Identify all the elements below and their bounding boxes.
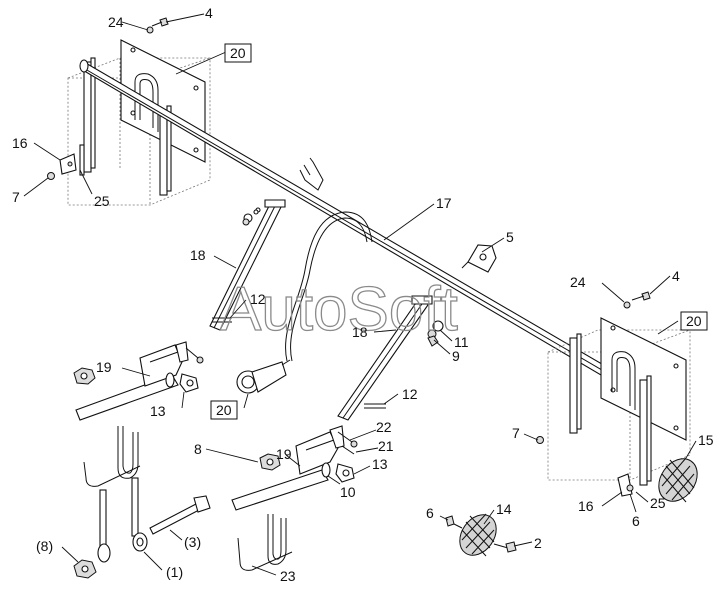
callout-20-right: 20	[686, 313, 702, 329]
bolt-4-right	[623, 291, 651, 309]
callout-13-left: 13	[150, 403, 166, 419]
nut-left-19	[73, 367, 96, 385]
u-bolt-23	[237, 514, 293, 571]
nut-8-bottom	[73, 559, 97, 579]
nut-7-right	[536, 436, 544, 444]
leader-lines	[23, 13, 697, 576]
callout-7-right: 7	[512, 425, 520, 441]
callout-3-parenthesized: (3)	[184, 534, 201, 550]
callout-2: 2	[534, 535, 542, 551]
callout-box-20-top	[224, 43, 252, 63]
screw-2	[493, 541, 517, 553]
callout-8-parenthesized: (8)	[36, 538, 53, 554]
callout-19-right: 19	[276, 446, 292, 462]
clip-13-right	[321, 462, 355, 483]
callout-12-left: 12	[250, 291, 266, 307]
pin-12-right	[364, 403, 386, 409]
callout-20-top: 20	[230, 45, 246, 61]
screw-6-left	[445, 515, 463, 529]
bolt-3	[149, 495, 211, 535]
callout-9: 9	[452, 348, 460, 364]
callout-labels: 24 4 20 16 7 25 17 5 18 12 19 13 20 18 9…	[12, 5, 714, 584]
callout-16-right: 16	[578, 498, 594, 514]
left-mounting-plate	[120, 39, 206, 163]
callout-17: 17	[436, 195, 452, 211]
nut-7-left	[47, 172, 55, 180]
right-mounting-plate	[600, 317, 687, 441]
callout-4-left: 4	[205, 5, 213, 21]
clip-13-left	[165, 372, 199, 393]
callout-13-right: 13	[372, 456, 388, 472]
right-bracket-19	[231, 425, 345, 511]
watermark-text: AutoSoft	[220, 275, 458, 344]
bolt-left-19	[185, 347, 204, 364]
callout-18-left: 18	[190, 247, 206, 263]
callout-4-right: 4	[672, 268, 680, 284]
callout-25-right: 25	[650, 495, 666, 511]
callout-box-20-right	[680, 311, 708, 331]
u-bolt-left	[83, 426, 141, 487]
callout-6-right: 6	[632, 513, 640, 529]
reflector-15	[658, 457, 698, 503]
callout-box-20-socket	[210, 400, 238, 420]
eye-bolt-1	[97, 477, 148, 563]
callout-7-left: 7	[12, 189, 20, 205]
callout-10: 10	[340, 484, 356, 500]
callout-16-left: 16	[12, 135, 28, 151]
callout-12-right: 12	[402, 386, 418, 402]
link-plate-5	[461, 244, 497, 273]
callout-18-right: 18	[352, 324, 368, 340]
center-hoop	[285, 211, 373, 362]
callout-8: 8	[194, 441, 202, 457]
callout-5: 5	[506, 229, 514, 245]
callout-6-left: 6	[426, 505, 434, 521]
callout-11: 11	[454, 334, 469, 350]
callout-21: 21	[378, 438, 394, 454]
callout-19-left: 19	[96, 359, 112, 375]
callout-23: 23	[280, 568, 296, 584]
nut-right-8	[259, 453, 281, 471]
callout-1-parenthesized: (1)	[166, 564, 183, 580]
left-straps	[83, 57, 172, 196]
top-u-bolt	[299, 157, 324, 191]
bolts-21-22	[337, 431, 358, 455]
socket-plug	[236, 359, 291, 394]
right-straps	[569, 333, 652, 486]
callout-15: 15	[698, 432, 714, 448]
callout-25-left: 25	[94, 193, 110, 209]
callout-20-socket: 20	[216, 402, 232, 418]
left-arm-18	[209, 199, 286, 331]
washer-nut-near-arm-left	[242, 209, 259, 226]
pin-12-left	[212, 317, 232, 323]
callout-22: 22	[376, 419, 392, 435]
callout-24-right: 24	[570, 274, 586, 290]
reflector-14	[459, 513, 497, 557]
callout-24-left: 24	[108, 14, 124, 30]
washer-nut-9-11	[427, 320, 444, 347]
bracket-16-right	[617, 473, 634, 497]
callout-14: 14	[496, 501, 512, 517]
right-arm-18	[337, 295, 433, 421]
bolt-4-top	[146, 17, 169, 34]
